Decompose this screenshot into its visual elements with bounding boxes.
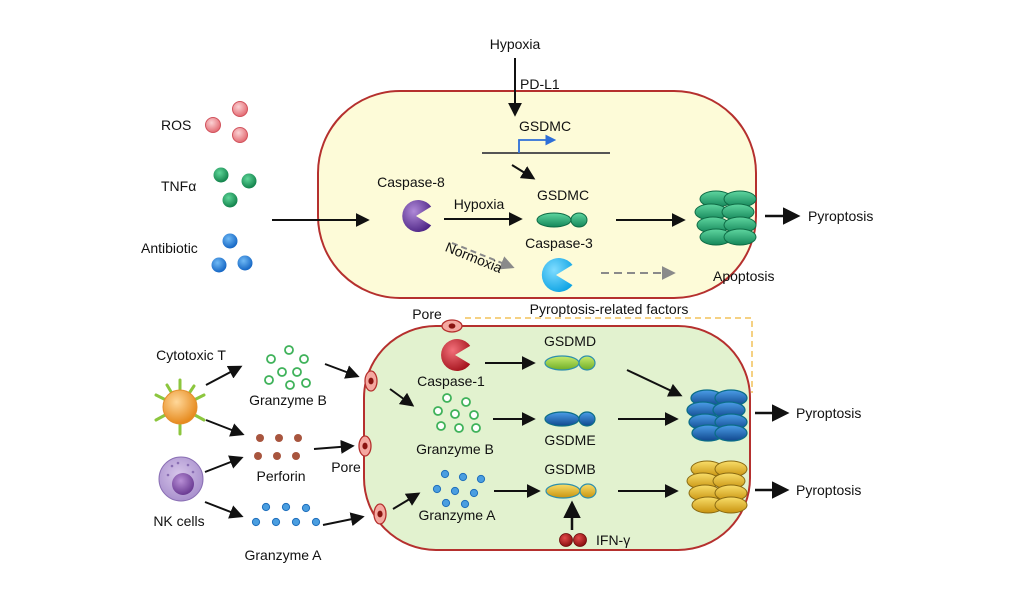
label-gsdme: GSDME — [544, 432, 595, 448]
label-pore-top: Pore — [412, 306, 442, 322]
arrow-pore3-granzymea — [392, 492, 421, 510]
label-pyroptosis-d: Pyroptosis — [796, 405, 861, 421]
arrow-gsdmd-pore — [626, 369, 683, 397]
arrow-granzymeb-pore — [324, 363, 360, 379]
label-pdl1: PD-L1 — [520, 76, 560, 92]
cytotoxic-t-cell — [154, 378, 206, 436]
granzyme-b-out-particles — [264, 345, 311, 390]
granzyme-a-out-particles — [251, 502, 321, 527]
label-caspase8: Caspase-8 — [377, 174, 445, 190]
tnfa-molecules — [213, 167, 257, 208]
label-ifn: IFN-γ — [596, 532, 630, 548]
label-caspase3: Caspase-3 — [525, 235, 593, 251]
pore-2 — [358, 435, 372, 457]
nk-cell — [158, 456, 204, 502]
arrow-normoxia — [451, 242, 515, 270]
antibiotic-molecules — [211, 233, 253, 273]
promoter-arrow — [518, 134, 557, 153]
pore-1 — [364, 370, 378, 392]
arrow-t-granzymeb — [205, 365, 243, 386]
label-granzyme-b-in: Granzyme B — [416, 441, 494, 457]
arrow-nk-perforin — [204, 455, 244, 473]
label-caspase1: Caspase-1 — [417, 373, 485, 389]
label-gsdmc-protein: GSDMC — [537, 187, 589, 203]
label-antibiotic: Antibiotic — [141, 240, 198, 256]
label-gsdmb: GSDMB — [544, 461, 595, 477]
label-apoptosis: Apoptosis — [713, 268, 774, 284]
caspase1-shape — [441, 338, 471, 372]
caspase8-shape — [402, 200, 432, 232]
arrow-perforin-pore — [313, 439, 355, 454]
perforin-particles — [254, 434, 302, 460]
arrow-pore1-granzymeb — [389, 388, 415, 407]
arrow-t-perforin — [205, 419, 245, 437]
label-granzyme-b-out: Granzyme B — [249, 392, 327, 408]
ros-molecules — [205, 101, 248, 143]
gsdmde-pore-complex — [686, 389, 748, 442]
label-granzyme-a-out: Granzyme A — [244, 547, 322, 563]
label-cytotoxic-t: Cytotoxic T — [156, 347, 226, 363]
caspase3-shape — [541, 257, 573, 292]
ifn-molecules — [559, 533, 587, 547]
pore-3 — [373, 503, 387, 525]
dashed-link — [465, 317, 753, 393]
label-nk-cells: NK cells — [153, 513, 204, 529]
label-hypoxia-top: Hypoxia — [490, 36, 541, 52]
gsdme-protein — [544, 411, 596, 427]
gsdmc-protein — [536, 212, 588, 228]
label-granzyme-a-in: Granzyme A — [418, 507, 496, 523]
granzyme-b-in-particles — [433, 393, 481, 433]
label-hypoxia-arrow: Hypoxia — [454, 196, 505, 212]
top-cell — [317, 90, 757, 299]
gsdmb-pore-complex — [686, 460, 748, 514]
arrow-nk-granzymea — [204, 501, 244, 519]
label-pyroptosis-b: Pyroptosis — [796, 482, 861, 498]
arrow-granzymea-pore — [322, 512, 365, 527]
label-gsdmc-gene: GSDMC — [519, 118, 571, 134]
arrow-gene-to-protein — [511, 164, 536, 180]
label-pore-left: Pore — [331, 459, 361, 475]
label-pyroptosis-top: Pyroptosis — [808, 208, 873, 224]
granzyme-a-in-particles — [432, 469, 486, 509]
gsdmb-protein — [545, 483, 597, 499]
label-perforin: Perforin — [256, 468, 305, 484]
label-tnfa: TNFα — [161, 178, 196, 194]
label-ros: ROS — [161, 117, 191, 133]
label-pyro-related: Pyroptosis-related factors — [530, 301, 689, 317]
label-gsdmd: GSDMD — [544, 333, 596, 349]
pore-top — [441, 319, 463, 333]
gsdmc-pore-complex — [694, 190, 757, 246]
gsdmd-protein — [544, 355, 596, 371]
